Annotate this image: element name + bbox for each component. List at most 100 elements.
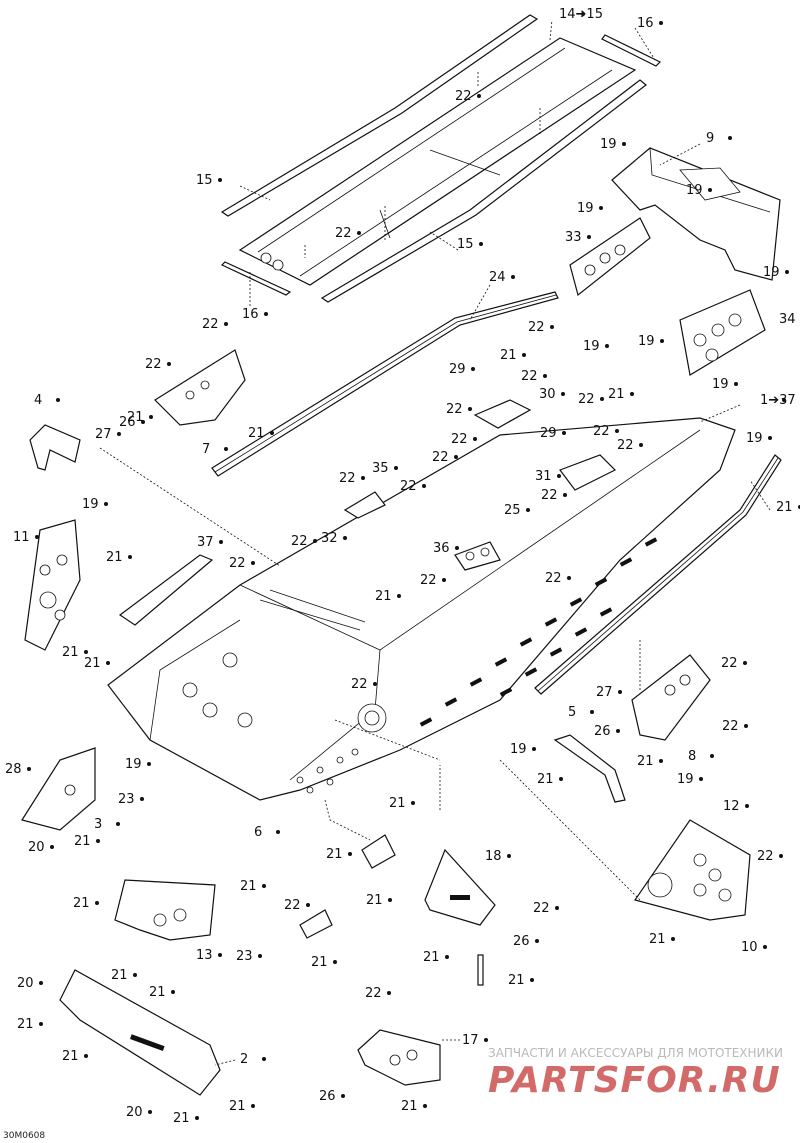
callout: 19 (600, 137, 617, 152)
fastener-dot (562, 431, 566, 435)
fastener-dot (763, 945, 767, 949)
callout: 22 (291, 534, 308, 549)
callout: 21 (229, 1099, 246, 1114)
callout: 26 (513, 934, 530, 949)
callout: 19 (510, 742, 527, 757)
callout: 21 (62, 1049, 79, 1064)
callout: 25 (504, 503, 521, 518)
callout: 20 (28, 840, 45, 855)
callout: 12 (723, 799, 740, 814)
fastener-dot (394, 466, 398, 470)
callout: 27 (95, 427, 112, 442)
callout: 22 (432, 450, 449, 465)
fastener-dot (264, 312, 268, 316)
fastener-dot (218, 953, 222, 957)
callout: 22 (400, 479, 417, 494)
fastener-dot (744, 724, 748, 728)
callout: 5 (568, 705, 576, 720)
fastener-dot (397, 594, 401, 598)
callout: 26 (594, 724, 611, 739)
fastener-dot (423, 1104, 427, 1108)
callout: 19 (82, 497, 99, 512)
fastener-dot (535, 939, 539, 943)
plate-34 (679, 289, 766, 376)
callout: 35 (372, 461, 389, 476)
callout: 21 (423, 950, 440, 965)
callout: 28 (5, 762, 22, 777)
fastener-dot (555, 906, 559, 910)
callout: 22 (446, 402, 463, 417)
fastener-dot (468, 407, 472, 411)
callout: 1➔37 (760, 393, 796, 408)
callout: 21 (17, 1017, 34, 1032)
fastener-dot (361, 476, 365, 480)
fastener-dot (659, 21, 663, 25)
fastener-dot (251, 1104, 255, 1108)
callout: 21 (326, 847, 343, 862)
callout: 16 (242, 307, 259, 322)
fastener-dot (532, 747, 536, 751)
callout: 22 (617, 438, 634, 453)
fastener-dot (251, 561, 255, 565)
fastener-dot (622, 142, 626, 146)
tunnel-body (107, 417, 736, 801)
fastener-dot (171, 990, 175, 994)
callout: 19 (638, 334, 655, 349)
fastener-dot (768, 436, 772, 440)
callout: 21 (649, 932, 666, 947)
bracket-10 (114, 879, 216, 941)
fastener-dot (708, 188, 712, 192)
fastener-dot (785, 270, 789, 274)
fastener-dot (141, 420, 145, 424)
bracket-3 (21, 747, 96, 831)
fastener-dot (348, 852, 352, 856)
callout: 21 (127, 410, 144, 425)
fastener-dot (484, 1038, 488, 1042)
callout: 20 (17, 976, 34, 991)
callout: 19 (583, 339, 600, 354)
callout: 23 (118, 792, 135, 807)
fastener-dot (341, 1094, 345, 1098)
fastener-dot (710, 754, 714, 758)
callout: 32 (321, 531, 338, 546)
callout: 21 (401, 1099, 418, 1114)
fastener-dot (745, 804, 749, 808)
fastener-dot (306, 903, 310, 907)
figure-code: 30M0608 (3, 1131, 45, 1141)
fastener-dot (313, 539, 317, 543)
fastener-dot (471, 367, 475, 371)
callout: 23 (236, 949, 253, 964)
fastener-dot (39, 981, 43, 985)
callout: 21 (776, 500, 793, 515)
fastener-dot (387, 991, 391, 995)
fastener-dot (167, 362, 171, 366)
callout: 19 (677, 772, 694, 787)
fastener-dot (445, 955, 449, 959)
fastener-dot (543, 374, 547, 378)
fastener-dot (615, 429, 619, 433)
fastener-dot (116, 822, 120, 826)
fastener-dot (618, 690, 622, 694)
callout: 33 (565, 230, 582, 245)
callout: 15 (457, 237, 474, 252)
callout: 22 (420, 573, 437, 588)
callout: 4 (34, 393, 42, 408)
fastener-dot (388, 898, 392, 902)
callout: 8 (688, 749, 696, 764)
callout: 7 (202, 442, 210, 457)
callout: 21 (106, 550, 123, 565)
callout: 22 (202, 317, 219, 332)
callout: 21 (500, 348, 517, 363)
callout: 19 (746, 431, 763, 446)
fastener-dot (373, 682, 377, 686)
callout: 21 (389, 796, 406, 811)
callout-labels: 14➔15 16 22 15 22 15 16 9 19 19 19 33 19… (5, 7, 796, 1126)
callout: 36 (433, 541, 450, 556)
fastener-dot (671, 937, 675, 941)
bracket-9 (611, 147, 781, 281)
callout: 20 (126, 1105, 143, 1120)
fastener-dot (84, 1054, 88, 1058)
plate-6 (361, 834, 396, 869)
callout: 26 (119, 415, 136, 430)
fastener-dot (218, 178, 222, 182)
